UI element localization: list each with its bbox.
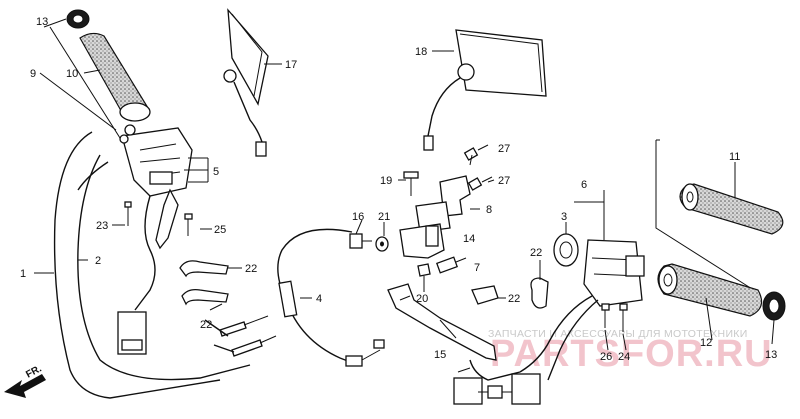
washer-21-part [375,236,389,252]
bolt-27-lower-part [467,176,493,191]
left-mirror-part [223,8,269,157]
holder-8-part [415,175,471,233]
pin-7-part [435,256,467,274]
callout-21: 21 [378,211,390,223]
callout-15: 15 [434,349,446,361]
screw-26-part [601,303,610,328]
stopper-22-part [471,285,499,305]
callout-2: 2 [95,255,101,267]
callout-5: 5 [213,166,219,178]
callout-13: 13 [36,16,48,28]
callout-22-left-upper: 22 [245,263,257,275]
master-cylinder-14-part [399,223,445,259]
callout-4: 4 [316,293,322,305]
end-weight-13-part [762,291,786,321]
throttle-grip-assembly [66,9,151,122]
callout-14: 14 [463,233,475,245]
callout-18: 18 [415,46,427,58]
clamp-22-right-part [530,277,549,309]
callout-23: 23 [96,220,108,232]
connector-right-part [511,373,541,405]
bolt-23-part [124,201,132,226]
watermark-logo: PARTSFOR.RU [490,333,773,375]
handlebar-grip-12-part [657,263,763,317]
callout-7: 7 [474,262,480,274]
callout-22-right-lower: 22 [508,293,520,305]
callout-11: 11 [729,151,740,163]
callout-27-lower: 27 [498,175,510,187]
callout-9: 9 [30,68,36,80]
callout-26: 26 [600,351,612,363]
switch-wire-part [134,195,156,311]
handlebar-grip-11-part [679,183,784,235]
leader-lines [34,18,775,351]
callout-8: 8 [486,204,492,216]
callout-27-upper: 27 [498,143,510,155]
front-direction-arrow: FR. [4,363,46,398]
callout-6: 6 [581,179,587,191]
bolt-27-upper-part [463,144,489,161]
connector-left-part [453,377,483,405]
throttle-cable-1-part [53,131,221,399]
callout-12: 12 [700,337,712,349]
callout-22-left-lower: 22 [200,319,212,331]
right-mirror-part [423,29,547,151]
callout-20: 20 [416,293,428,305]
callout-10: 10 [66,68,78,80]
right-switch-housing-part [553,233,645,307]
callout-24: 24 [618,351,630,363]
callout-16: 16 [352,211,364,223]
callout-3: 3 [561,211,567,223]
cable-clamp-22-left-part [179,260,229,306]
callout-labels: 13 9 10 1 2 23 25 5 22 22 17 4 18 27 27 … [20,16,777,363]
callout-1: 1 [20,268,26,280]
throttle-cable-2-part [77,154,251,381]
watermark-tagline: ЗАПЧАСТИ И АКСЕССУАРЫ ДЛЯ МОТОТЕХНИКИ [488,328,748,340]
nut-20-part [417,263,431,277]
bolt-25-part [184,213,193,236]
arrow-icon [4,374,46,398]
clutch-cable-part [277,228,359,366]
knob-16-part [349,233,372,249]
callout-25: 25 [214,224,226,236]
brake-lever-upper-part [155,188,179,250]
callout-17: 17 [285,59,297,71]
screw-24-part [619,303,628,332]
callout-19: 19 [380,175,392,187]
switch-housing-part [121,124,193,197]
callout-22-right-upper: 22 [530,247,542,259]
bolt-19-part [403,171,419,196]
callout-13-right: 13 [765,349,777,361]
